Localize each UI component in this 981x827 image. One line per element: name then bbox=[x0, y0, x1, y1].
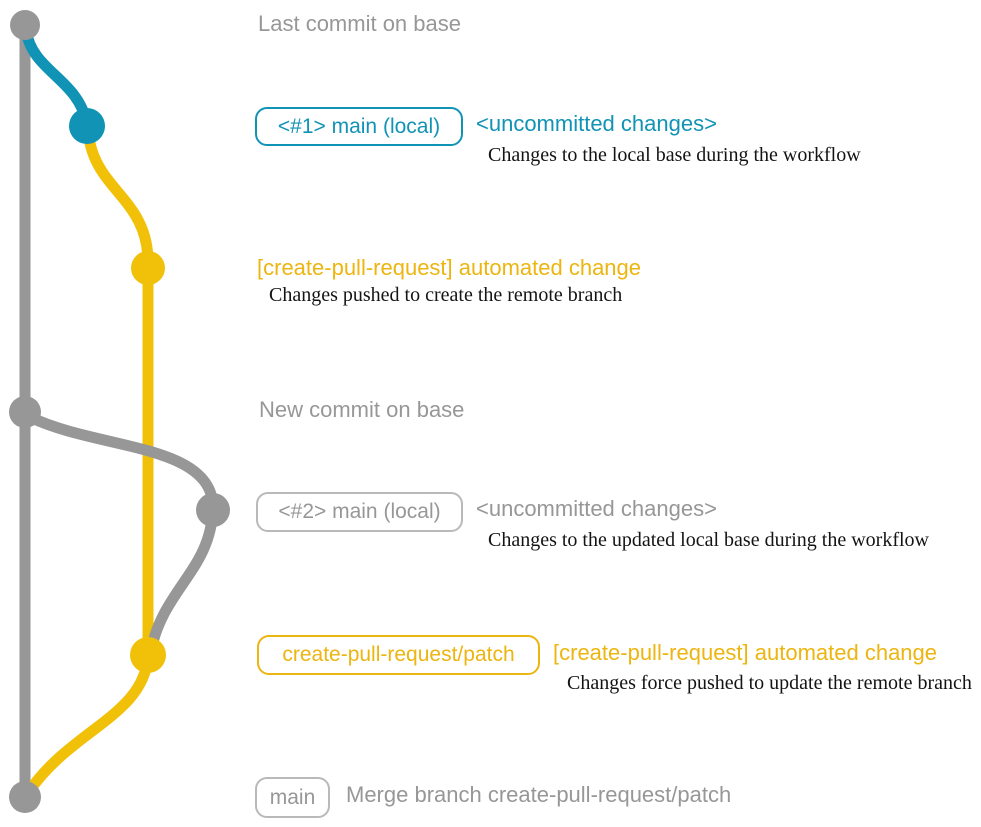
branch-badge-main: main bbox=[255, 777, 330, 818]
headline-uncommitted-changes-2: <uncommitted changes> bbox=[476, 496, 717, 521]
label-last-commit-on-base: Last commit on base bbox=[258, 11, 461, 36]
caption-changes-force-pushed: Changes force pushed to update the remot… bbox=[567, 672, 972, 694]
patch-branch-line bbox=[82, 122, 154, 662]
commit-dot-local-main-2 bbox=[196, 493, 230, 527]
patch-merge-line bbox=[22, 650, 154, 799]
commit-dot-local-main-1 bbox=[69, 108, 105, 144]
commit-graph bbox=[9, 10, 230, 813]
branch-badge-patch: create-pull-request/patch bbox=[257, 635, 540, 675]
local-main-branch-line bbox=[20, 24, 93, 130]
caption-updated-local-base-changes: Changes to the updated local base during… bbox=[488, 529, 929, 551]
caption-changes-pushed: Changes pushed to create the remote bran… bbox=[269, 284, 623, 306]
commit-dot-new-base bbox=[9, 396, 41, 428]
commit-dot-patch-1 bbox=[131, 251, 165, 285]
branch-badge-main-local-2: <#2> main (local) bbox=[256, 492, 463, 532]
message-merge-branch: Merge branch create-pull-request/patch bbox=[346, 782, 732, 807]
branch-badge-main-local-1: <#1> main (local) bbox=[255, 107, 463, 146]
commit-dot-last-base bbox=[10, 10, 40, 40]
label-new-commit-on-base: New commit on base bbox=[259, 397, 465, 422]
rebase-branch-line bbox=[24, 411, 219, 656]
commit-dot-patch-2 bbox=[130, 637, 166, 673]
headline-automated-change-1: [create-pull-request] automated change bbox=[257, 255, 642, 280]
headline-uncommitted-changes-1: <uncommitted changes> bbox=[476, 111, 717, 136]
commit-dot-merge bbox=[9, 781, 41, 813]
caption-local-base-changes: Changes to the local base during the wor… bbox=[488, 144, 861, 166]
headline-automated-change-2: [create-pull-request] automated change bbox=[553, 640, 938, 665]
